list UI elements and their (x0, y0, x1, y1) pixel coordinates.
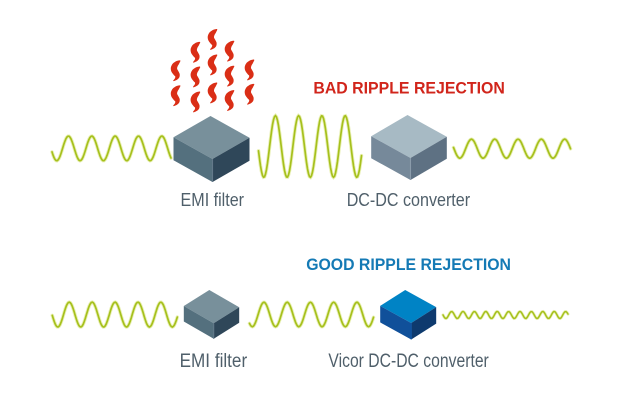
svg-text:EMI filter: EMI filter (181, 190, 245, 210)
svg-text:Vicor DC-DC converter: Vicor DC-DC converter (328, 351, 489, 372)
svg-text:DC-DC converter: DC-DC converter (347, 190, 470, 210)
svg-text:GOOD RIPPLE REJECTION: GOOD RIPPLE REJECTION (306, 255, 511, 274)
svg-text:EMI filter: EMI filter (180, 351, 248, 372)
svg-text:BAD RIPPLE REJECTION: BAD RIPPLE REJECTION (313, 79, 505, 98)
